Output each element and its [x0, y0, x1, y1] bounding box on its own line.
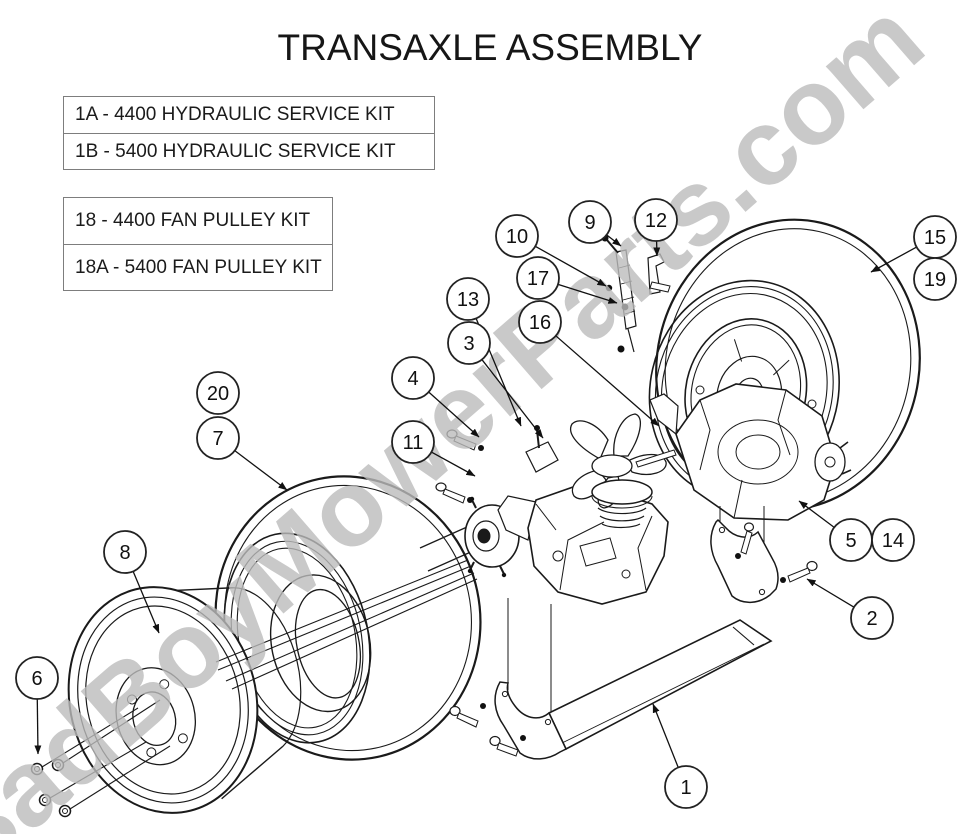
wheel-rim [30, 586, 302, 818]
callout-number-9: 9 [584, 212, 595, 234]
axle-shaft [215, 526, 478, 690]
callout-9: 9 [568, 200, 622, 247]
callout-bubble-3 [447, 321, 491, 365]
callout-number-12: 12 [645, 210, 667, 232]
callout-number-14: 14 [882, 530, 904, 552]
leader-line-10 [534, 245, 607, 287]
center-transaxle [435, 413, 677, 605]
callout-number-6: 6 [31, 668, 42, 690]
kit-label-18: 18 - 4400 FAN PULLEY KIT [63, 197, 333, 244]
callout-number-13: 13 [457, 289, 479, 311]
brake-rod-assembly [601, 234, 671, 353]
callout-number-2: 2 [866, 608, 877, 630]
callout-number-7: 7 [212, 428, 223, 450]
leader-line-7 [234, 450, 288, 491]
callout-1: 1 [652, 703, 708, 809]
callout-10: 10 [495, 214, 607, 287]
hydraulic-service-kit-legend: 1A - 4400 HYDRAULIC SERVICE KIT 1B - 540… [63, 96, 435, 170]
callout-2: 2 [806, 578, 894, 640]
callout-14: 14 [871, 518, 915, 562]
callout-bubble-1 [664, 765, 708, 809]
callout-bubble-9 [568, 200, 612, 244]
callout-17: 17 [516, 256, 618, 304]
callout-bubble-7 [196, 416, 240, 460]
callout-number-10: 10 [506, 226, 528, 248]
callout-bubble-19 [913, 257, 957, 301]
kit-label-1a: 1A - 4400 HYDRAULIC SERVICE KIT [63, 96, 435, 133]
callout-8: 8 [103, 530, 160, 634]
callout-bubble-12 [634, 198, 678, 242]
leader-line-17 [557, 283, 618, 304]
callout-number-8: 8 [119, 542, 130, 564]
callout-number-5: 5 [845, 530, 856, 552]
leader-line-8 [132, 571, 160, 634]
fan-pulley [591, 479, 653, 529]
callout-number-16: 16 [529, 312, 551, 334]
callout-12: 12 [634, 198, 678, 257]
callout-bubble-17 [516, 256, 560, 300]
leader-line-4 [428, 391, 480, 438]
callout-bubble-11 [391, 420, 435, 464]
callout-bubble-16 [518, 300, 562, 344]
callout-11: 11 [391, 420, 476, 477]
callout-3: 3 [447, 321, 544, 439]
lug-nuts [30, 699, 171, 818]
callout-16: 16 [518, 300, 660, 427]
callout-4: 4 [391, 356, 480, 438]
kit-label-18a: 18A - 5400 FAN PULLEY KIT [63, 244, 333, 291]
leader-line-6 [34, 698, 42, 755]
callout-20: 20 [196, 371, 240, 415]
leader-line-15 [870, 246, 917, 273]
callout-number-4: 4 [407, 368, 418, 390]
mount-bolts [435, 429, 484, 504]
callout-number-3: 3 [463, 333, 474, 355]
callout-number-11: 11 [403, 432, 424, 454]
callout-6: 6 [15, 656, 59, 755]
callout-bubble-14 [871, 518, 915, 562]
callout-bubble-6 [15, 656, 59, 700]
callout-19: 19 [913, 257, 957, 301]
leader-line-11 [431, 451, 476, 477]
callout-number-20: 20 [207, 383, 229, 405]
callout-number-19: 19 [924, 269, 946, 291]
callout-number-17: 17 [527, 268, 549, 290]
page-title: TRANSAXLE ASSEMBLY [277, 27, 703, 68]
callout-bubble-2 [850, 596, 894, 640]
leader-line-16 [555, 335, 660, 427]
leader-line-1 [652, 703, 679, 768]
callout-bubble-10 [495, 214, 539, 258]
callout-13: 13 [446, 277, 522, 427]
callout-bubble-8 [103, 530, 147, 574]
callout-number-15: 15 [924, 227, 946, 249]
kit-label-1b: 1B - 5400 HYDRAULIC SERVICE KIT [63, 133, 435, 170]
callout-bubble-13 [446, 277, 490, 321]
callout-number-1: 1 [680, 777, 691, 799]
fan-pulley-kit-legend: 18 - 4400 FAN PULLEY KIT 18A - 5400 FAN … [63, 197, 333, 291]
cooling-fan [570, 413, 677, 509]
callout-7: 7 [196, 416, 288, 491]
callouts-layer: 10 9 12 17 16 13 3 15 19 20 7 4 11 8 6 5 14 2 1 [15, 198, 957, 809]
mount-bracket [449, 506, 818, 760]
bracket-bolts [449, 522, 818, 757]
callout-bubble-4 [391, 356, 435, 400]
leader-line-9 [606, 234, 622, 247]
leader-line-2 [806, 578, 855, 608]
right-transaxle [649, 383, 852, 521]
callout-bubble-20 [196, 371, 240, 415]
leader-line-3 [481, 359, 544, 439]
callout-5: 5 [798, 500, 873, 562]
leader-line-5 [798, 500, 835, 528]
